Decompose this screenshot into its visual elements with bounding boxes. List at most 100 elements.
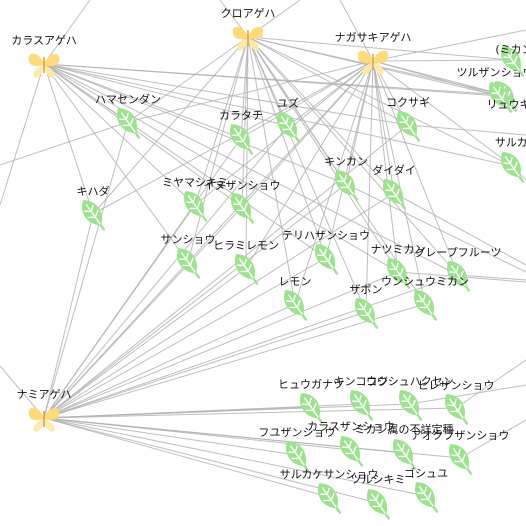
butterfly-node-namiageha[interactable]: ナミアゲハ	[17, 388, 72, 432]
plant-node-kinkan[interactable]: キンカン	[324, 155, 368, 204]
leaf-icon	[82, 200, 106, 231]
plant-label: ダイダイ	[372, 163, 416, 177]
plant-label: カラスザンショウ	[307, 420, 395, 433]
plant-node-kinkoji[interactable]: キンコウジ	[334, 375, 388, 424]
leaf-icon	[235, 254, 259, 285]
edge-nagasakiageha-ryukyu	[372, 60, 501, 97]
edge-namiageha-kinkan	[43, 183, 347, 419]
plant-node-zabon[interactable]: ザボン	[349, 283, 383, 332]
plant-label: キンカン	[324, 155, 368, 168]
plant-node-karasuzansho[interactable]: カラスザンショウ	[307, 420, 395, 470]
edge-nagasakiageha-sansho	[187, 60, 374, 263]
plant-node-grapefruit[interactable]: グレープフルーツ	[414, 245, 502, 295]
edge-namiageha-daidai	[43, 192, 395, 419]
butterfly-node-nagasakiageha[interactable]: ナガサキアゲハ	[335, 31, 412, 75]
leaf-icon	[177, 248, 201, 279]
plant-node-hyuganatsu[interactable]: ヒュウガナツ	[278, 378, 344, 427]
leaf-icon	[300, 393, 324, 424]
plant-node-yuzu[interactable]: ユズ	[271, 96, 305, 146]
plant-node-kotsushu[interactable]: コウシュハクセン	[366, 375, 454, 424]
edge-namiageha-hiramiremon	[43, 267, 247, 419]
butterfly-node-karasuageha[interactable]: カラスアゲハ	[11, 34, 77, 78]
edge-nagasakiageha-sarukakemikan	[372, 60, 513, 167]
plant-label: カラタチ	[219, 109, 263, 122]
edge-namiageha-miyamashikimi	[43, 204, 196, 419]
edge-karasuageha-natsumikan	[43, 63, 399, 273]
plant-label: ユズ	[277, 96, 299, 110]
plant-node-inuzansho[interactable]: イヌザンショウ	[204, 179, 281, 227]
edge-nagasakiageha-hiramiremon	[245, 60, 374, 269]
edge-karasuageha-kinkan	[43, 63, 347, 185]
butterfly-label: クロアゲハ	[221, 7, 276, 20]
edge-nagasakiageha-mikan_paren	[372, 59, 513, 62]
edge-namiageha-zabon	[43, 311, 367, 419]
edge-nagasakiageha-karatachi	[240, 60, 374, 139]
plant-node-mikanzoku[interactable]: ミカン属の不詳定種	[355, 422, 454, 473]
leaf-icon	[340, 436, 364, 467]
leaf-icon	[415, 482, 439, 513]
plant-node-ryukyu[interactable]: リュウキュ	[483, 77, 526, 116]
edge-nagasakiageha-remon	[294, 60, 374, 305]
edge-offscreen-15	[407, 124, 526, 136]
plant-label: ヒレザンショウ	[418, 379, 495, 392]
butterfly-node-kuroageha[interactable]: クロアゲハ	[221, 7, 276, 51]
plant-node-unshumikan[interactable]: ウンシュウミカン	[381, 275, 469, 324]
plant-node-karatachi[interactable]: カラタチ	[219, 109, 263, 158]
plant-label: レモン	[279, 275, 312, 288]
plant-node-hiramiremon[interactable]: ヒラミレモン	[213, 239, 279, 288]
plant-node-fuyuzansho[interactable]: フユザンショウ	[259, 426, 336, 475]
plant-label: サルカケミ	[495, 136, 526, 149]
edge-nagasakiageha-terihazansho	[325, 60, 374, 259]
edge-kuroageha-grapefruit	[247, 36, 459, 276]
edge-namiageha-sarukakesansho	[43, 417, 330, 498]
plant-node-terihazansho[interactable]: テリハザンショウ	[282, 229, 370, 278]
edge-namiageha-kotsushu	[43, 403, 411, 419]
plant-label: ヒラミレモン	[213, 239, 279, 252]
plant-label: (ミカン	[495, 43, 526, 56]
leaf-icon	[387, 258, 411, 289]
plant-node-remon[interactable]: レモン	[278, 275, 312, 324]
plant-node-hirezansho[interactable]: ヒレザンショウ	[418, 379, 495, 428]
plant-label: ミヤマシキミ	[162, 176, 228, 189]
edge-nagasakiageha-daidai	[372, 60, 395, 194]
plant-node-kihada[interactable]: キハダ	[76, 184, 110, 234]
plant-label: リュウキュ	[487, 98, 526, 111]
butterfly-icon	[232, 26, 264, 51]
plant-node-daidai[interactable]: ダイダイ	[372, 163, 416, 213]
plant-label: アオクブザンショウ	[411, 428, 510, 442]
edge-namiageha-unshumikan	[43, 303, 426, 419]
edge-namiageha-kihada	[43, 213, 94, 419]
edge-offscreen-9	[459, 419, 526, 459]
plant-node-kokusagi[interactable]: コクサギ	[386, 96, 430, 145]
edge-karasuageha-terihazansho	[43, 63, 327, 259]
plant-node-mikan_paren[interactable]: (ミカン	[495, 41, 526, 80]
edge-kuroageha-remon	[247, 36, 296, 305]
plant-label: コクサギ	[386, 96, 430, 109]
plant-node-sansho[interactable]: サンショウ	[161, 233, 216, 282]
butterfly-label: ナミアゲハ	[17, 388, 72, 401]
edge-namiageha-hamasendan	[43, 121, 129, 419]
plant-node-sarukakesansho[interactable]: サルカケサンショウ	[280, 468, 379, 517]
edge-namiageha-yuzu	[43, 125, 289, 419]
plant-node-sarukakemikan[interactable]: サルカケミ	[495, 136, 526, 186]
plant-label: ゴシュユ	[404, 466, 448, 480]
plant-node-natsumikan[interactable]: ナツミカン	[371, 243, 426, 292]
plant-node-tsurushikimi[interactable]: ツルシキミ	[351, 473, 406, 523]
plant-node-hamasendan[interactable]: ハマセンダン	[95, 92, 161, 142]
plant-node-goshuyu[interactable]: ゴシュユ	[404, 466, 448, 516]
leaf-icon	[284, 290, 308, 321]
butterfly-icon	[28, 53, 60, 78]
plant-label: ミカン属の不詳定種	[355, 422, 454, 436]
edge-karasuageha-kokusagi	[43, 63, 409, 126]
leaf-icon	[231, 193, 255, 224]
plant-label: コウシュハクセン	[366, 375, 454, 388]
leaf-icon	[449, 444, 473, 475]
plant-node-aokubazansho[interactable]: アオクブザンショウ	[411, 428, 510, 478]
plant-node-miyamashikimi[interactable]: ミヤマシキミ	[162, 176, 228, 225]
leaf-icon	[335, 170, 359, 201]
edge-kuroageha-kihada	[92, 36, 249, 215]
edge-kuroageha-karatachi	[240, 36, 249, 139]
leaf-icon	[184, 191, 208, 222]
